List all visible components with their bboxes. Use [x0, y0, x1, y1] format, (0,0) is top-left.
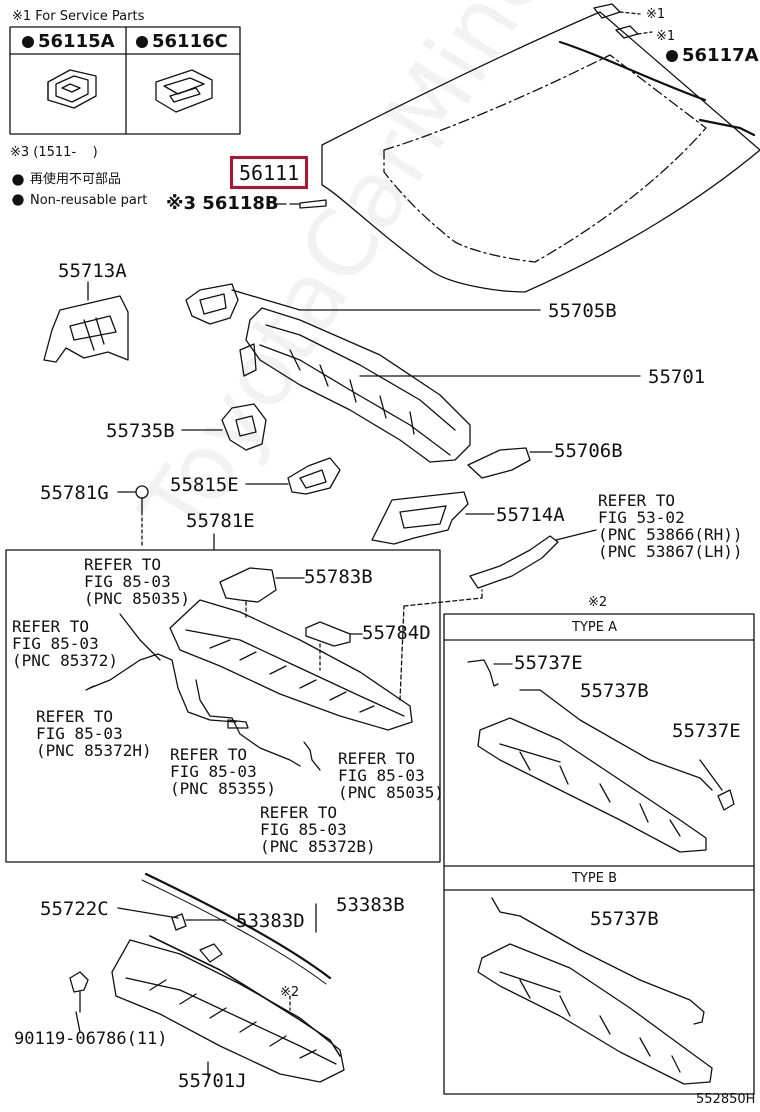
label-55737B-1[interactable]: 55737B — [580, 680, 649, 702]
panel-55713A — [43, 281, 129, 363]
type-b-heading: TYPE B — [572, 871, 617, 886]
label-55737E-2[interactable]: 55737E — [672, 720, 741, 742]
bracket-55705B — [185, 283, 541, 325]
refer-fig-85-03-85372[interactable]: REFER TO FIG 85-03 (PNC 85372) — [12, 617, 118, 670]
service-parts-box — [9, 26, 241, 135]
bottom-group — [69, 872, 345, 1083]
label-53383D[interactable]: 53383D — [236, 910, 305, 932]
diagram-id: 552850H — [696, 1092, 756, 1107]
type-a-heading: TYPE A — [572, 620, 617, 635]
nonreusable-dot-icon — [136, 36, 148, 48]
part-55815E — [245, 457, 341, 495]
cowl-panel-sub — [169, 589, 483, 731]
label-56118B[interactable]: ※3 56118B — [166, 193, 279, 214]
label-55783B[interactable]: 55783B — [304, 566, 373, 588]
label-55705B[interactable]: 55705B — [548, 300, 617, 322]
note-3: ※3 (1511- ) — [10, 145, 98, 160]
label-55735B[interactable]: 55735B — [106, 420, 175, 442]
legend-en: Non-reusable part — [30, 193, 148, 208]
nonreusable-dot-icon — [666, 50, 678, 62]
service-box-title: ※1 For Service Parts — [12, 9, 145, 24]
cowl-panel-55701 — [239, 307, 641, 463]
refer-fig-85-03-85372H[interactable]: REFER TO FIG 85-03 (PNC 85372H) — [36, 707, 152, 760]
label-55737B-2[interactable]: 55737B — [590, 908, 659, 930]
label-55713A[interactable]: 55713A — [58, 260, 127, 282]
label-55714A[interactable]: 55714A — [496, 504, 565, 526]
label-55722C[interactable]: 55722C — [40, 898, 109, 920]
label-55706B[interactable]: 55706B — [554, 440, 623, 462]
label-55781E[interactable]: 55781E — [186, 510, 255, 532]
seal-53866 — [469, 529, 597, 589]
refer-fig-85-03-85035-a[interactable]: REFER TO FIG 85-03 (PNC 85035) — [84, 555, 190, 608]
label-55701J[interactable]: 55701J — [178, 1070, 247, 1092]
refer-fig-85-03-85035-b[interactable]: REFER TO FIG 85-03 (PNC 85035) — [338, 749, 444, 802]
mark-1-top: ※1 — [646, 7, 666, 22]
callout-56111[interactable]: 56111 — [230, 156, 309, 189]
refer-fig-85-03-85355[interactable]: REFER TO FIG 85-03 (PNC 85355) — [170, 745, 276, 798]
label-56117A[interactable]: 56117A — [666, 46, 759, 65]
wire-harnesses — [85, 613, 321, 771]
part-55735B — [181, 403, 267, 451]
type-b-drawing — [477, 897, 713, 1085]
service-part-right[interactable]: 56116C — [136, 32, 228, 51]
label-90119-06786[interactable]: 90119-06786(11) — [14, 1029, 168, 1049]
label-55784D[interactable]: 55784D — [362, 622, 431, 644]
refer-fig-53-02[interactable]: REFER TO FIG 53-02 (PNC 53866(RH)) (PNC … — [598, 491, 743, 561]
bracket-55706B — [467, 447, 553, 479]
mark-2-bottom: ※2 — [280, 985, 300, 1000]
mark-1-second: ※1 — [656, 29, 676, 44]
windshield-glass — [273, 3, 760, 293]
service-part-left[interactable]: 56115A — [22, 32, 115, 51]
label-55781G[interactable]: 55781G — [40, 482, 109, 504]
nonreusable-dot-icon — [22, 36, 34, 48]
legend-jp: 再使用不可部品 — [30, 172, 122, 187]
label-55737E-1[interactable]: 55737E — [514, 652, 583, 674]
part-55784D — [305, 621, 363, 671]
clip-55781G — [117, 485, 149, 549]
label-55701[interactable]: 55701 — [648, 366, 706, 388]
part-55714A — [371, 491, 495, 545]
mark-2-top: ※2 — [588, 595, 608, 610]
refer-fig-85-03-85372B[interactable]: REFER TO FIG 85-03 (PNC 85372B) — [260, 803, 376, 856]
type-a-drawing — [467, 659, 735, 853]
part-55783B — [219, 567, 305, 619]
label-53383B[interactable]: 53383B — [336, 894, 405, 916]
label-55815E[interactable]: 55815E — [170, 474, 239, 496]
